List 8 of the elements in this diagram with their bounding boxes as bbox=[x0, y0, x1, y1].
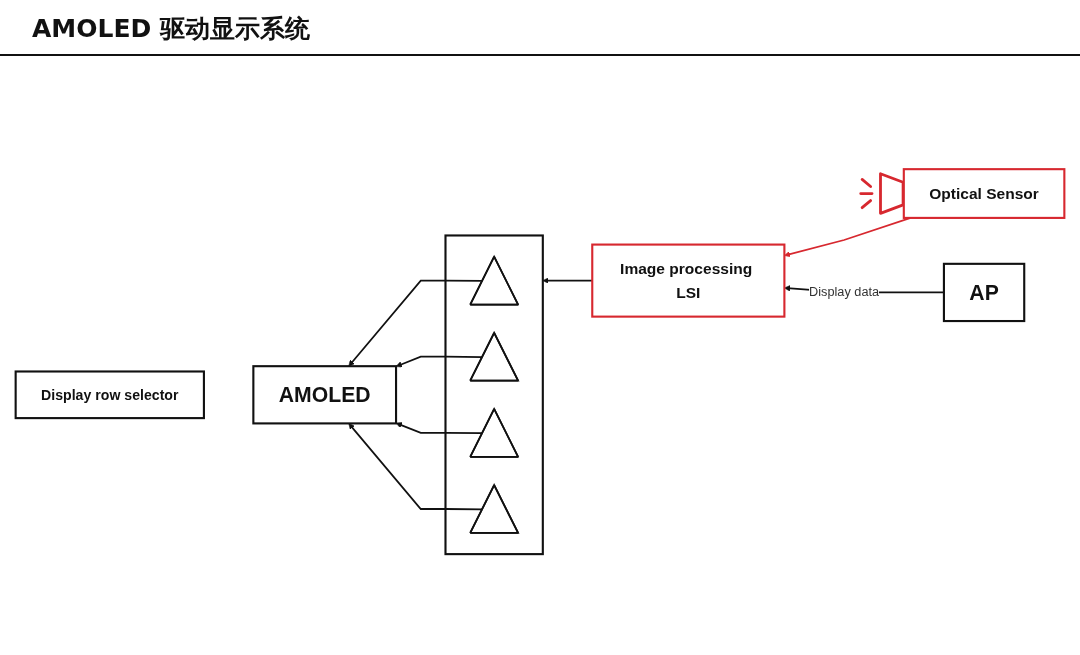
edge-label: Display data bbox=[809, 285, 880, 300]
node-box: Optical Sensor bbox=[902, 168, 1066, 219]
node-box: AMOLED bbox=[252, 365, 398, 425]
title: AMOLED 驱动显示系统 bbox=[32, 13, 310, 45]
camera-icon bbox=[859, 172, 905, 215]
node-box: Display row selector bbox=[14, 370, 205, 420]
node-box: AP bbox=[942, 262, 1026, 323]
node-box: Image processing LSI bbox=[591, 243, 786, 318]
